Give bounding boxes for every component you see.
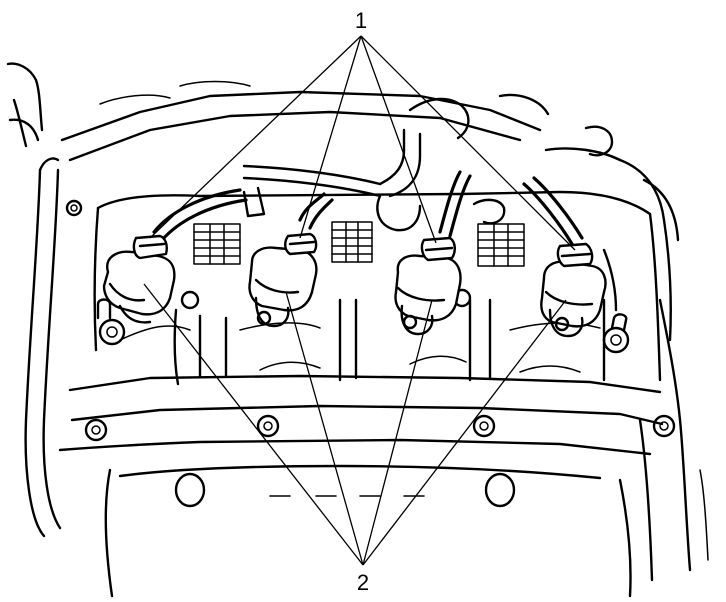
leader-lines-2: [143, 283, 567, 566]
ignition-coil: [248, 246, 318, 328]
coil-connector: [132, 234, 168, 260]
callout-1-label: 1: [355, 8, 367, 33]
cooling-fins: [193, 221, 525, 267]
ignition-coil: [540, 260, 607, 338]
ignition-coil: [394, 254, 462, 336]
coil-connector: [556, 242, 594, 268]
coil-connector: [284, 232, 318, 256]
ignition-coil: [102, 250, 176, 324]
engine-background: [6, 62, 709, 598]
coil-connector: [420, 236, 456, 262]
connector-wires: [152, 170, 584, 246]
leader-lines-1: [149, 35, 576, 251]
callout-2-label: 2: [357, 570, 369, 595]
